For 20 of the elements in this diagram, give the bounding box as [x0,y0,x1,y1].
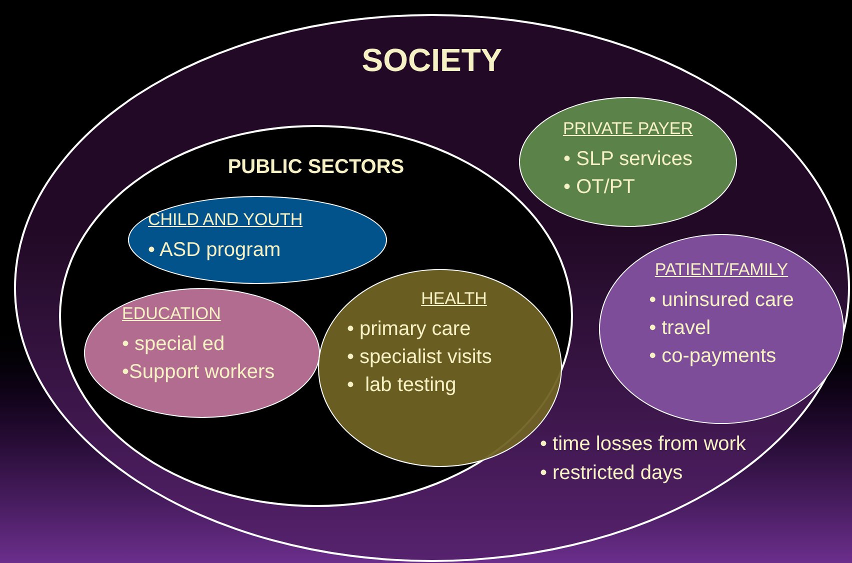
bullet-item: • travel [649,316,711,342]
bullet-item: • special ed [122,332,225,358]
bullet-item: • uninsured care [649,288,794,314]
bullet-item: • ASD program [148,238,281,264]
bullet-item: • SLP services [564,147,692,172]
bullet-item: • restricted days [540,461,684,486]
title-text: SOCIETY [362,41,502,80]
heading-text: PRIVATE PAYER [562,118,694,140]
heading-text: PATIENT/FAMILY [654,259,788,280]
bullet-item: • specialist visits [347,345,492,370]
heading-text: HEALTH [421,288,487,310]
bullet-item: • OT/PT [564,175,635,200]
bullet-item: • lab testing [347,373,456,398]
heading-text: EDUCATION [122,303,221,324]
title-text: PUBLIC SECTORS [228,155,404,180]
bullet-item: • primary care [347,317,471,342]
heading-text: CHILD AND YOUTH [148,209,303,230]
bullet-item: • time losses from work [540,432,746,457]
bullet-item: •Support workers [122,360,275,386]
bullet-item: • co-payments [649,344,776,370]
